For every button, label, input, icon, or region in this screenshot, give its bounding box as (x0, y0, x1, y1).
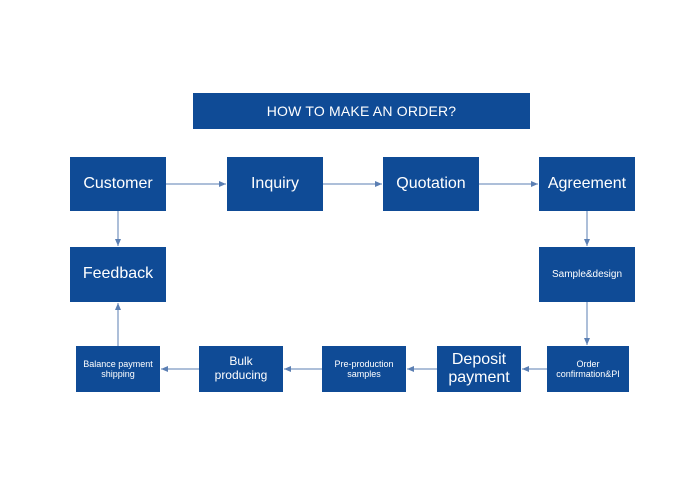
diagram-title: HOW TO MAKE AN ORDER? (193, 93, 530, 129)
step-pre-production-samples: Pre-production samples (322, 346, 406, 392)
step-quotation: Quotation (383, 157, 479, 211)
step-sample-design: Sample&design (539, 247, 635, 302)
step-inquiry: Inquiry (227, 157, 323, 211)
step-balance-payment: Balance payment shipping (76, 346, 160, 392)
step-deposit-payment: Deposit payment (437, 346, 521, 392)
step-agreement: Agreement (539, 157, 635, 211)
step-order-confirmation: Order confirmation&PI (547, 346, 629, 392)
step-bulk-producing: Bulk producing (199, 346, 283, 392)
step-feedback: Feedback (70, 247, 166, 302)
step-customer: Customer (70, 157, 166, 211)
